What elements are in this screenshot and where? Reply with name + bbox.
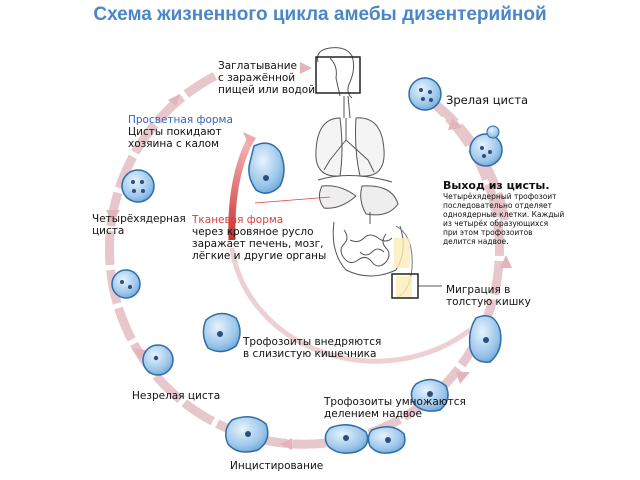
invade-label: Трофозоиты внедряются в слизистую кишечн…	[243, 336, 381, 360]
multiply-line: Трофозоиты умножаются	[324, 396, 466, 408]
page-title: Схема жизненного цикла амебы дизентерийн…	[93, 4, 547, 25]
tissue-trophozoite-icon	[248, 142, 285, 194]
human-anatomy-icon	[315, 47, 413, 299]
ingestion-callout-box	[315, 56, 361, 94]
lumen-form-heading: Просветная форма	[128, 114, 233, 126]
cycle-arrowhead	[456, 372, 470, 384]
cycle-arrowhead	[448, 118, 462, 130]
tissue-form-line: лёгкие и другие органы	[192, 250, 327, 262]
excystation-line: делится надвое.	[443, 237, 509, 246]
cycle-arrowhead	[500, 255, 512, 268]
excystation-line: последовательно отделяет	[443, 201, 552, 210]
tissue-pointer-line	[254, 196, 331, 204]
tissue-form-arrow	[228, 132, 256, 241]
tissue-form-line: через кровяное русло	[192, 226, 314, 238]
lumen-form-label: Просветная форма Цисты покидают хозяина …	[128, 114, 233, 150]
migration-line: толстую кишку	[446, 296, 531, 308]
multiply-line: делением надвое	[324, 408, 422, 420]
cycle-arrowhead	[300, 62, 312, 74]
invading-trophozoite-icon	[202, 312, 241, 353]
cycle-arrowhead	[280, 438, 292, 450]
cycle-arrowhead	[106, 210, 120, 222]
dividing-trophozoite-icon	[410, 378, 449, 412]
invade-line: Трофозоиты внедряются	[243, 336, 382, 348]
binucleate-cyst-icon	[111, 269, 141, 299]
excystation-heading: Выход из цисты.	[443, 179, 550, 192]
cycle-arrowhead	[132, 348, 146, 360]
mature-cyst-label: Зрелая циста	[446, 93, 529, 107]
tissue-form-heading: Тканевая форма	[192, 214, 284, 226]
tissue-form-line: заражает печень, мозг,	[192, 238, 324, 250]
ingestion-line: пищей или водой	[218, 84, 316, 96]
four-nucleus-cyst-icon	[121, 169, 155, 203]
four-nucleus-cyst-line: Четырёхядерная	[92, 213, 186, 225]
excystation-line: при этом трофозоитов	[443, 228, 533, 237]
colon-trophozoite-icon	[468, 315, 502, 363]
tissue-form-label: Тканевая форма через кровяное русло зара…	[192, 214, 326, 262]
excystation-line: из четырёх образующихся	[443, 219, 549, 228]
excysting-cyst-icon	[469, 125, 503, 167]
four-nucleus-cyst-label: Четырёхядерная циста	[92, 213, 186, 237]
four-nucleus-cyst-line: циста	[92, 225, 125, 237]
multiply-label: Трофозоиты умножаются делением надвое	[324, 396, 466, 420]
lumen-form-line: хозяина с калом	[128, 138, 219, 150]
immature-cyst-icon	[142, 344, 174, 376]
ingestion-line: Заглатывание	[218, 60, 298, 72]
cycle-arrowhead	[168, 94, 180, 106]
lumen-form-line: Цисты покидают	[128, 126, 222, 138]
excystation-label: Выход из цисты. Четырёхядерный трофозоит…	[443, 179, 565, 247]
encystation-label: Инцистирование	[230, 460, 324, 472]
migration-line: Миграция в	[446, 284, 511, 296]
migration-label: Миграция в толстую кишку	[446, 284, 531, 308]
dividing-trophozoite-pair-icon	[324, 424, 406, 454]
immature-cyst-label: Незрелая циста	[132, 390, 221, 402]
excystation-line: одноядерные клетки. Каждый	[443, 210, 565, 219]
ingestion-label: Заглатывание с заражённой пищей или водо…	[218, 60, 315, 96]
inner-ring	[229, 247, 472, 364]
encysting-trophozoite-icon	[225, 416, 269, 453]
mature-cyst-icon	[408, 77, 442, 111]
excystation-line: Четырёхядерный трофозоит	[443, 192, 557, 201]
ingestion-line: с заражённой	[218, 72, 296, 84]
invade-line: в слизистую кишечника	[243, 348, 377, 360]
